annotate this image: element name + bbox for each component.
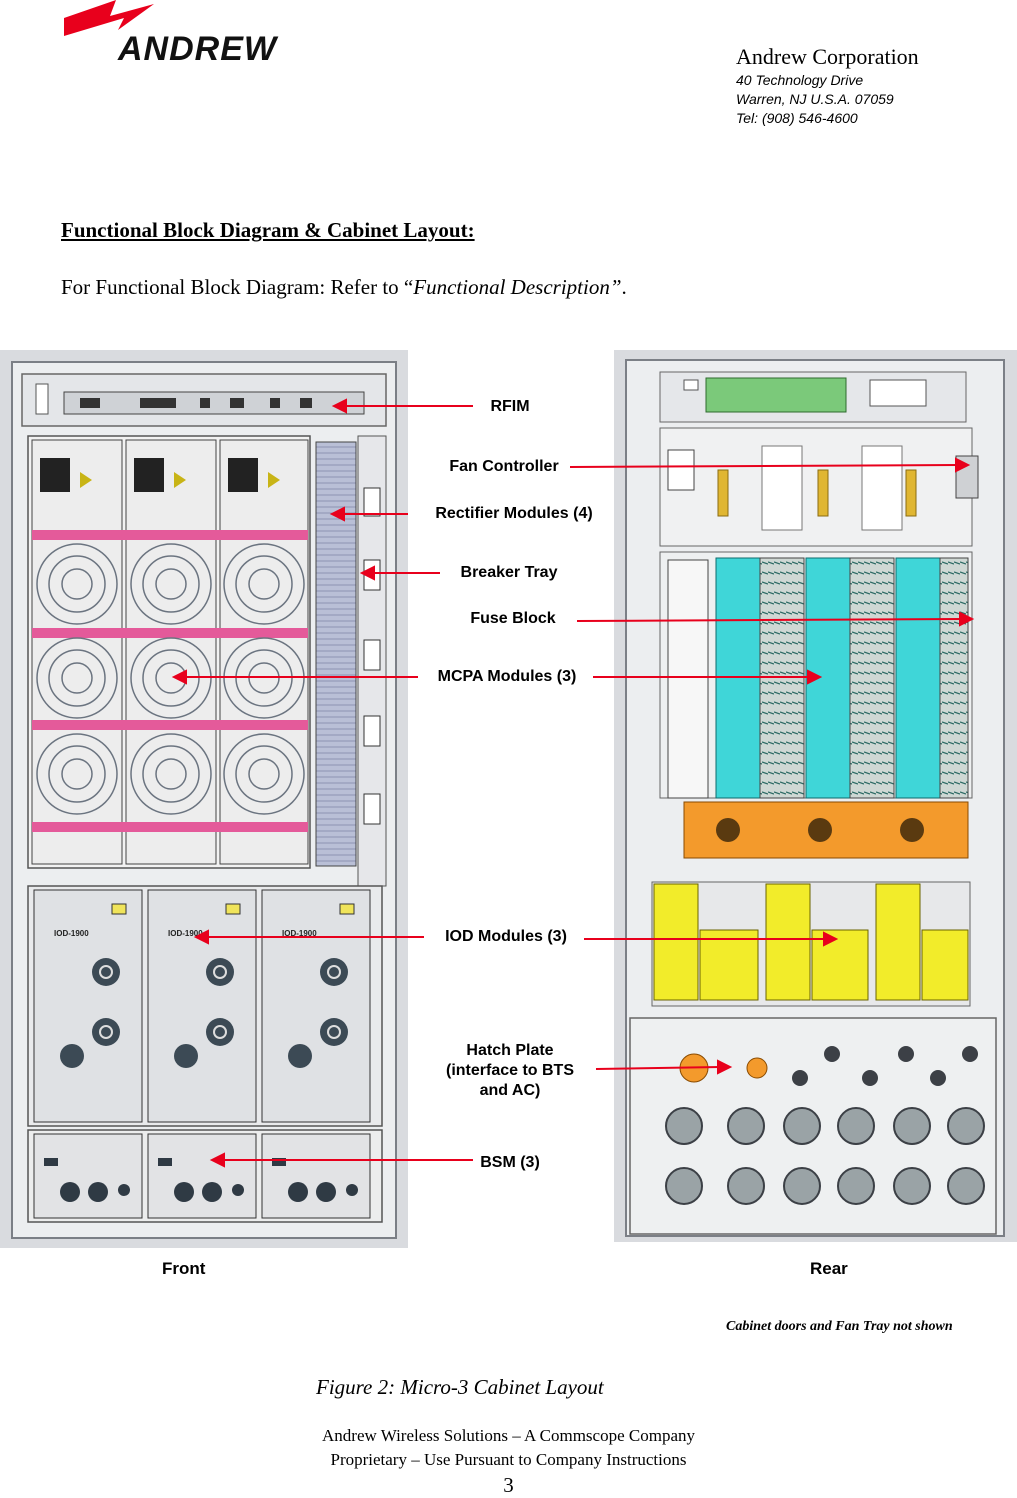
hatch-plate-line2: (interface to BTS (445, 1062, 574, 1079)
callout-rfim: RFIM (490, 398, 530, 415)
front-cabinet-view: IOD-1900 IOD-1900 IOD-1900 (0, 350, 408, 1248)
lightning-bolt-icon (64, 0, 154, 36)
andrew-logo: ANDREW (58, 0, 298, 72)
hatch-plate-line1: Hatch Plate (466, 1042, 554, 1059)
footer-company: Andrew Wireless Solutions – A Commscope … (322, 1426, 695, 1445)
iod-label-3: IOD-1900 (282, 929, 317, 938)
rear-iod-brackets (651, 881, 971, 1007)
iod-label-2: IOD-1900 (168, 929, 203, 938)
front-iod-modules: IOD-1900 IOD-1900 IOD-1900 (27, 885, 383, 1127)
iod-label-1: IOD-1900 (54, 929, 89, 938)
functional-description-reference: For Functional Block Diagram: Refer to “… (61, 275, 627, 300)
rear-control-board (705, 377, 847, 413)
callout-iod-modules: IOD Modules (3) (445, 928, 567, 945)
diagram-note: Cabinet doors and Fan Tray not shown (726, 1319, 953, 1334)
cabinet-layout-diagram: IOD-1900 IOD-1900 IOD-1900 (0, 350, 1017, 1248)
rear-hatch-plate (629, 1017, 997, 1235)
callout-fuse-block: Fuse Block (470, 610, 556, 627)
reference-suffix: . (621, 275, 627, 299)
page-number: 3 (503, 1473, 514, 1497)
callout-mcpa-modules: MCPA Modules (3) (437, 668, 577, 685)
rectifier-heatsink (315, 441, 357, 867)
callout-bsm: BSM (3) (480, 1154, 540, 1171)
footer-proprietary: Proprietary – Use Pursuant to Company In… (330, 1450, 687, 1469)
reference-link-text: Functional Description” (413, 275, 622, 299)
front-bsm-modules (27, 1129, 383, 1223)
callout-fan-controller: Fan Controller (449, 458, 559, 475)
company-name: Andrew Corporation (736, 44, 919, 69)
rectifier-columns (31, 439, 309, 865)
callout-rectifier-modules: Rectifier Modules (4) (435, 505, 593, 522)
callout-arrows (171, 398, 975, 1168)
rear-cabinet-view (614, 350, 1017, 1242)
figure-caption: Figure 2: Micro-3 Cabinet Layout (316, 1375, 604, 1399)
rear-view-label: Rear (810, 1259, 848, 1278)
company-address-line1: 40 Technology Drive (736, 72, 864, 88)
logo-wordmark: ANDREW (118, 30, 277, 68)
callout-breaker-tray: Breaker Tray (460, 564, 558, 581)
callout-hatch-plate: Hatch Plate (interface to BTS and AC) (426, 1041, 594, 1101)
company-address-line2: Warren, NJ U.S.A. 07059 (736, 91, 894, 107)
hatch-plate-line3: and AC) (479, 1082, 541, 1099)
front-view-label: Front (162, 1259, 206, 1278)
reference-prefix: For Functional Block Diagram: Refer to “ (61, 275, 414, 299)
section-title: Functional Block Diagram & Cabinet Layou… (61, 218, 475, 242)
company-phone: Tel: (908) 546-4600 (736, 110, 858, 126)
